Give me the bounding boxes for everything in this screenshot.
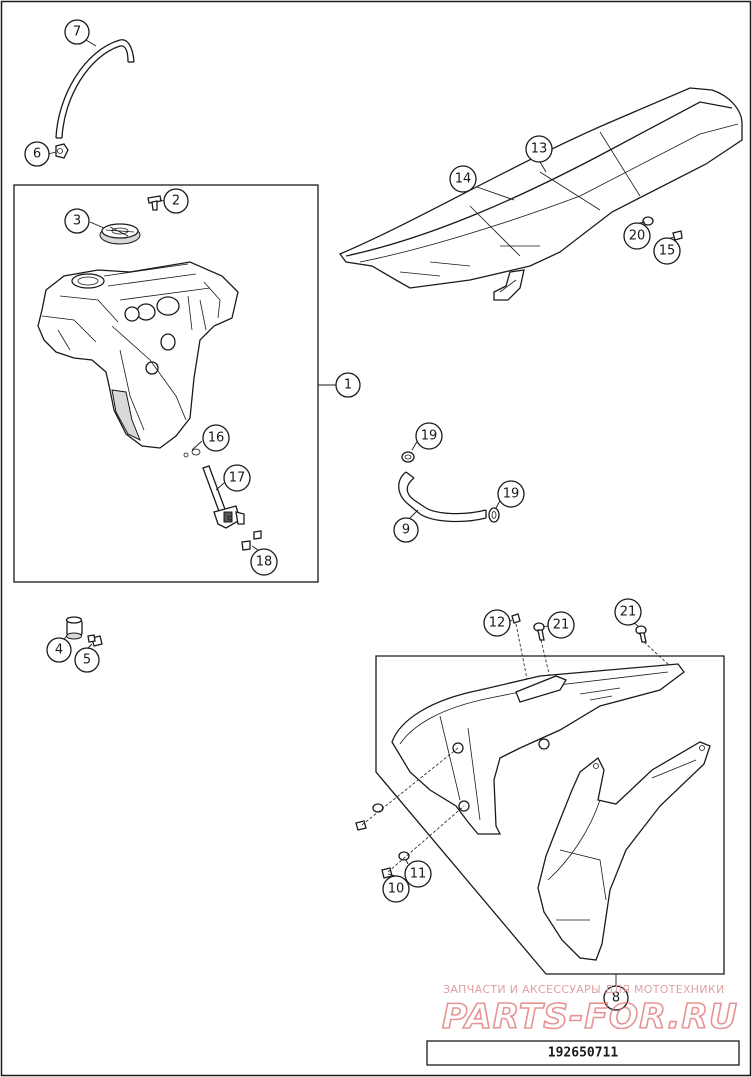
callout-9: 9 — [393, 517, 419, 543]
callout-11: 11 — [404, 860, 432, 888]
callout-21-right: 21 — [614, 598, 642, 626]
callout-label: 12 — [489, 616, 506, 631]
fuel-hose-illustration — [55, 39, 135, 139]
hose-clamp-upper-illustration — [401, 451, 415, 463]
callout-8: 8 — [603, 985, 629, 1011]
callout-label: 15 — [659, 244, 676, 259]
callout-label: 18 — [256, 555, 273, 570]
callout-20: 20 — [623, 222, 651, 250]
callout-label: 6 — [33, 147, 41, 162]
cover-bolts-illustration — [355, 803, 410, 879]
callout-label: 19 — [503, 487, 520, 502]
callout-3: 3 — [64, 208, 90, 234]
callout-label: 3 — [73, 214, 81, 229]
callout-label: 10 — [388, 882, 405, 897]
drawing-number-box — [426, 1040, 740, 1066]
cover-screw-illustration-b — [635, 625, 647, 643]
vent-hose-illustration — [398, 471, 487, 523]
fuel-tank-illustration — [37, 261, 239, 449]
fuel-tap-illustration — [202, 465, 245, 529]
callout-2: 2 — [163, 188, 189, 214]
hose-clamp-lower-illustration — [488, 507, 500, 523]
callout-21-left: 21 — [547, 611, 575, 639]
callout-label: 5 — [83, 653, 91, 668]
cover-screw-illustration-a — [533, 622, 545, 641]
callout-label: 16 — [208, 431, 225, 446]
callout-5: 5 — [74, 647, 100, 673]
callout-label: 9 — [402, 523, 410, 538]
callout-label: 8 — [612, 991, 620, 1006]
callout-label: 1 — [344, 378, 352, 393]
callout-label: 14 — [455, 172, 472, 187]
seat-illustration — [338, 87, 743, 301]
callout-6: 6 — [24, 141, 50, 167]
callout-4: 4 — [46, 637, 72, 663]
callout-label: 21 — [620, 605, 637, 620]
callout-12: 12 — [483, 609, 511, 637]
o-ring-illustration — [183, 448, 201, 458]
callout-label: 7 — [73, 25, 81, 40]
side-panel-left-illustration — [391, 663, 685, 835]
spacer-illustration — [65, 616, 83, 640]
callout-label: 17 — [229, 471, 246, 486]
callout-14: 14 — [449, 165, 477, 193]
callout-label: 11 — [410, 867, 427, 882]
callout-label: 4 — [55, 643, 63, 658]
callout-label: 19 — [421, 429, 438, 444]
side-panel-right-illustration — [537, 741, 711, 961]
callout-19-lower: 19 — [497, 480, 525, 508]
callout-1: 1 — [335, 372, 361, 398]
callout-15: 15 — [653, 237, 681, 265]
callout-18: 18 — [250, 548, 278, 576]
fuel-tank-group-box — [13, 184, 319, 583]
fuel-cap-illustration — [99, 223, 141, 245]
watermark-brand: PARTS-FOR.RU — [442, 997, 738, 1037]
callout-label: 21 — [553, 618, 570, 633]
drawing-number: 192650711 — [548, 1046, 619, 1061]
cover-nut-illustration — [511, 613, 521, 624]
callout-label: 2 — [172, 194, 180, 209]
hose-fitting-illustration — [55, 143, 69, 159]
callout-10: 10 — [382, 875, 410, 903]
callout-19-upper: 19 — [415, 422, 443, 450]
side-cover-group-box — [375, 655, 725, 975]
callout-label: 20 — [629, 229, 646, 244]
callout-13: 13 — [525, 135, 553, 163]
spacer-screw-illustration — [87, 634, 103, 647]
callout-7: 7 — [64, 19, 90, 45]
callout-label: 13 — [531, 142, 548, 157]
tap-screws-illustration — [241, 530, 262, 551]
tank-screw-illustration — [147, 195, 162, 211]
callout-17: 17 — [223, 464, 251, 492]
seat-bolt-illustration — [642, 216, 683, 241]
callout-16: 16 — [202, 424, 230, 452]
watermark-tagline: ЗАПЧАСТИ И АКСЕССУАРЫ ДЛЯ МОТОТЕХНИКИ — [443, 983, 725, 996]
